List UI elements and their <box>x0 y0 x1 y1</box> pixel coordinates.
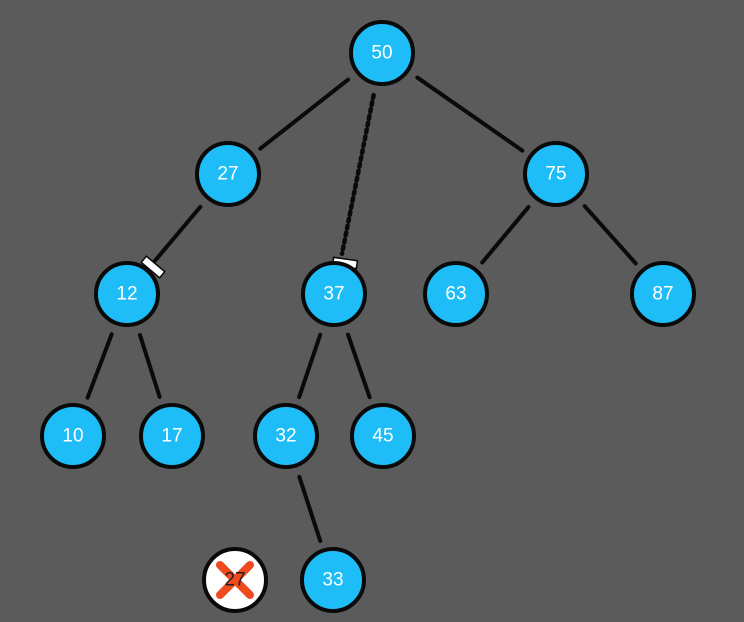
edge-n12-n10 <box>85 332 114 400</box>
tree-node-33: 33 <box>300 547 366 613</box>
tree-node-63: 63 <box>423 261 489 327</box>
edge-n50-n27 <box>258 77 351 151</box>
edge-n50-n37 <box>339 92 376 257</box>
tree-node-32: 32 <box>253 403 319 469</box>
tree-node-circle <box>139 403 205 469</box>
tree-node-label: 12 <box>116 284 137 305</box>
tree-node-circle <box>40 403 106 469</box>
edge-n37-n32 <box>297 332 323 400</box>
edge-n32-n33 <box>297 474 323 544</box>
edge-n12-n17 <box>137 332 162 399</box>
cross-icon <box>216 561 254 599</box>
tree-node-label: 50 <box>371 43 392 64</box>
tree-node-label: 75 <box>545 164 566 185</box>
tree-node-label: 45 <box>372 426 393 447</box>
cut-marker-n12 <box>140 255 166 279</box>
nodes-layer: 50 27 75 12 37 63 87 10 17 32 45 33 <box>40 20 696 613</box>
tree-node-circle <box>630 261 696 327</box>
tree-node-17: 17 <box>139 403 205 469</box>
removed-node-label: 27 <box>224 570 245 591</box>
tree-node-circle <box>423 261 489 327</box>
tree-node-circle <box>350 403 416 469</box>
tree-node-circle <box>301 261 367 327</box>
tree-node-circle <box>94 261 160 327</box>
tree-node-label: 33 <box>322 570 343 591</box>
removed-node: 27 <box>202 547 268 613</box>
tree-node-10: 10 <box>40 403 106 469</box>
edge-n27-n12 <box>151 204 203 265</box>
edge-n75-n87 <box>582 204 638 266</box>
tree-node-label: 37 <box>323 284 344 305</box>
tree-node-label: 17 <box>161 426 182 447</box>
tree-node-label: 10 <box>62 426 83 447</box>
tree-node-12: 12 <box>94 261 160 327</box>
tree-node-label: 87 <box>652 284 673 305</box>
tree-node-label: 32 <box>275 426 296 447</box>
edges-layer <box>85 75 638 544</box>
tree-node-75: 75 <box>523 141 589 207</box>
tree-node-87: 87 <box>630 261 696 327</box>
cross-stroke <box>216 561 254 599</box>
tree-node-37: 37 <box>301 261 367 327</box>
tree-node-label: 27 <box>217 164 238 185</box>
edge-n75-n63 <box>480 205 531 265</box>
tree-node-circle <box>300 547 366 613</box>
edge-n37-n45 <box>346 332 372 400</box>
tree-node-45: 45 <box>350 403 416 469</box>
tree-node-circle <box>349 20 415 86</box>
tree-node-label: 63 <box>445 284 466 305</box>
tree-node-circle <box>253 403 319 469</box>
tree-node-circle <box>523 141 589 207</box>
tree-node-circle <box>195 141 261 207</box>
tree-node-50: 50 <box>349 20 415 86</box>
edge-n50-n75 <box>415 75 525 153</box>
tree-node-27: 27 <box>195 141 261 207</box>
